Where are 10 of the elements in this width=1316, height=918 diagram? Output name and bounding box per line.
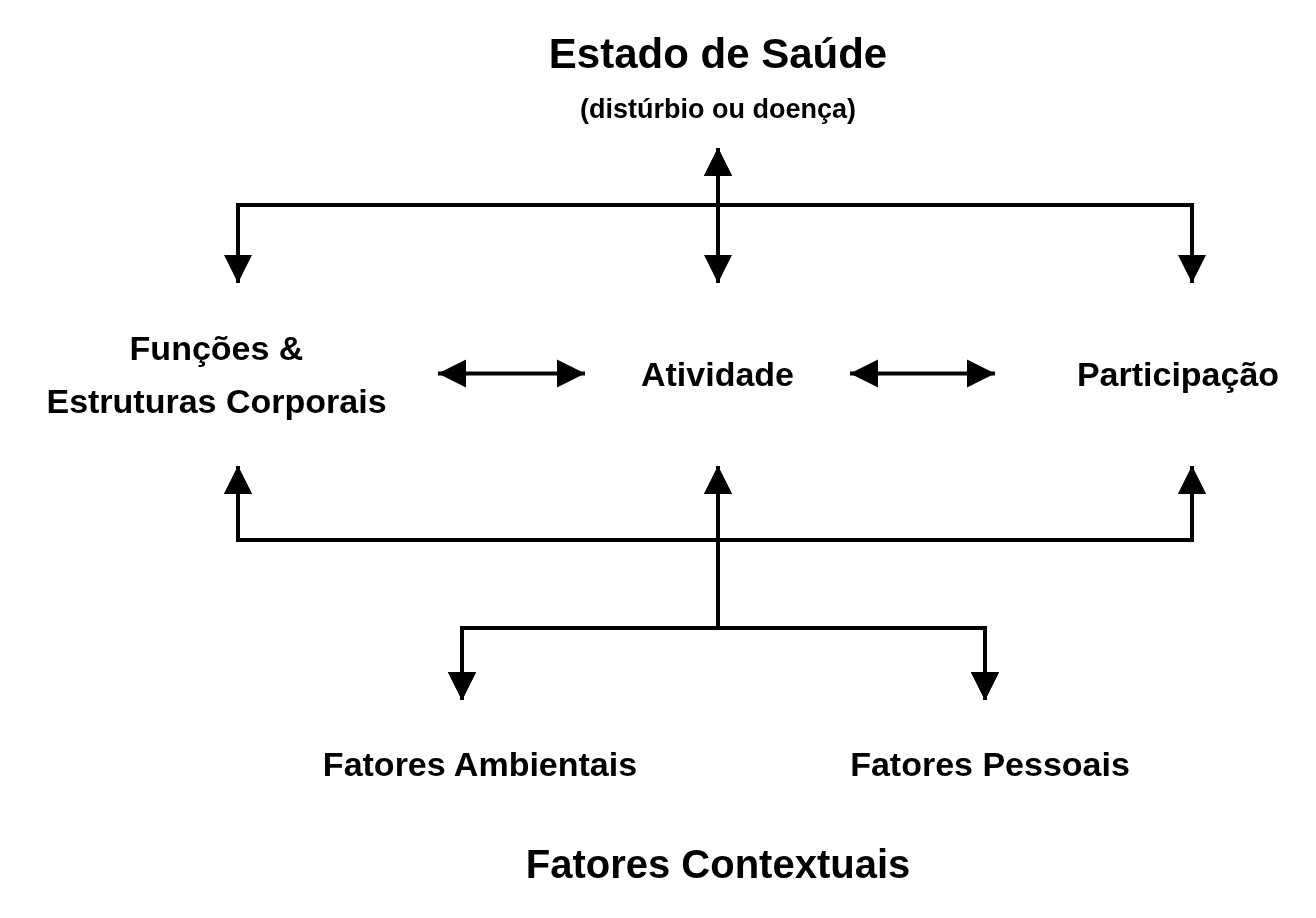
arrow [438, 359, 585, 388]
node-label: Estado de Saúde [548, 31, 888, 78]
node-label: Funções & Estruturas Corporais [46, 327, 387, 422]
group-label: Fatores Contextuais [524, 842, 912, 887]
arrow [850, 359, 995, 388]
node-label: Atividade [640, 354, 794, 396]
node-label: Participação [1076, 354, 1280, 396]
node-sublabel: (distúrbio ou doença) [580, 95, 856, 125]
node-label: Fatores Pessoais [850, 744, 1130, 785]
node-label: Fatores Ambientais [322, 744, 638, 785]
